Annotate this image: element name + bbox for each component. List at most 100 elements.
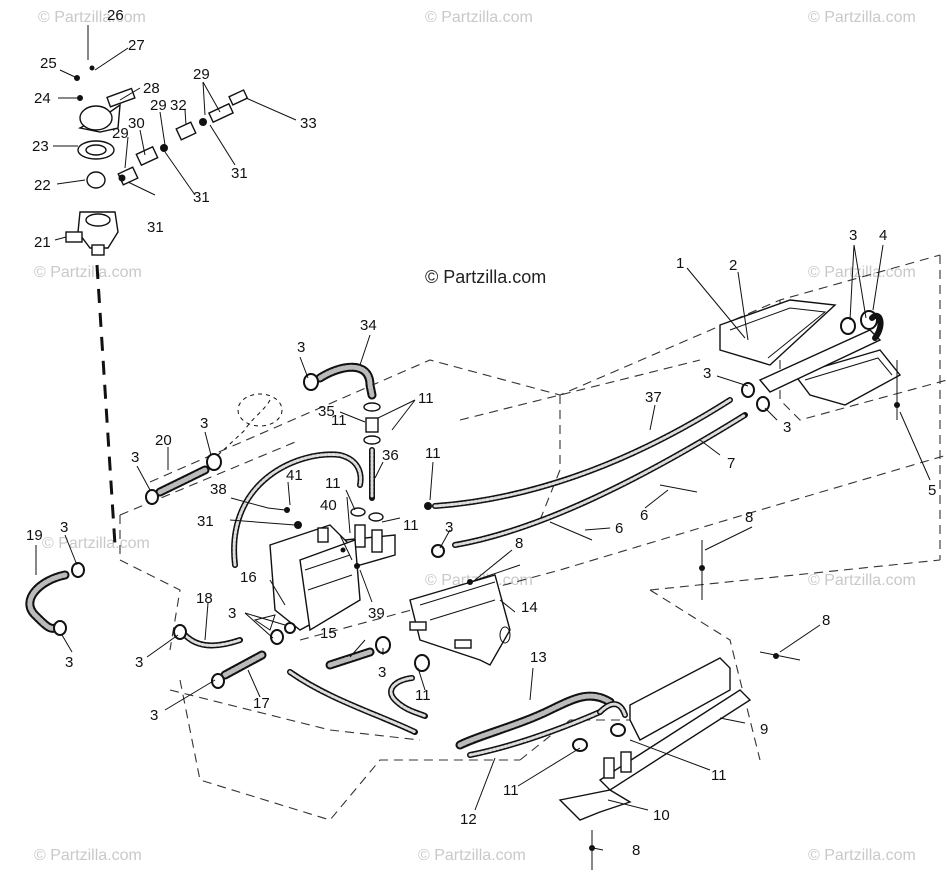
callout-8: 8 [822,612,830,629]
watermark: © Partzilla.com [808,9,916,26]
callout-3: 3 [60,519,68,536]
callout-5: 5 [928,482,936,499]
callout-2: 2 [729,257,737,274]
callout-31: 31 [197,513,214,530]
hose-34 [303,362,377,400]
hose-15 [287,636,430,735]
callout-3: 3 [783,419,791,436]
reservoir-loop-hose [231,451,364,568]
bracket-14 [409,574,511,666]
callout-35: 35 [318,403,335,420]
callout-31: 31 [147,219,164,236]
watermark: © Partzilla.com [808,847,916,864]
plate-9 [598,657,752,791]
callout-34: 34 [360,317,377,334]
watermark: © Partzilla.com [34,847,142,864]
callout-3: 3 [297,339,305,356]
watermark: © Partzilla.com [42,535,150,552]
callout-24: 24 [34,90,51,107]
callout-3: 3 [135,654,143,671]
watermark: © Partzilla.com [808,572,916,589]
hose-20 [145,393,283,505]
leader-lines [35,25,931,851]
heat-exchanger [719,299,902,406]
callout-29: 29 [193,66,210,83]
callout-41: 41 [286,467,303,484]
callout-14: 14 [521,599,538,616]
callout-15: 15 [320,625,337,642]
clip-6 [659,484,698,493]
callout-6: 6 [615,520,623,537]
callout-3: 3 [200,415,208,432]
callout-21: 21 [34,234,51,251]
plate-10 [558,789,632,821]
callout-3: 3 [849,227,857,244]
watermark: © Partzilla.com [34,264,142,281]
reservoir [269,507,361,632]
callout-11: 11 [711,767,727,784]
callout-22: 22 [34,177,51,194]
callout-30: 30 [128,115,145,132]
callout-3: 3 [150,707,158,724]
callout-29: 29 [112,125,129,142]
callout-3: 3 [445,519,453,536]
callout-13: 13 [530,649,547,666]
callout-6: 6 [640,507,648,524]
bolts-8 [467,360,900,870]
callout-16: 16 [240,569,257,586]
callout-37: 37 [645,389,662,406]
callout-29: 29 [150,97,167,114]
callout-11: 11 [425,445,441,462]
callout-10: 10 [653,807,670,824]
callout-11: 11 [403,517,419,534]
callout-8: 8 [515,535,523,552]
callout-3: 3 [378,664,386,681]
watermark: © Partzilla.com [38,9,146,26]
callout-36: 36 [382,447,399,464]
callout-3: 3 [131,449,139,466]
callout-27: 27 [128,37,145,54]
callout-26: 26 [107,7,124,24]
callout-7: 7 [727,455,735,472]
callout-23: 23 [32,138,49,155]
callout-4: 4 [879,227,887,244]
callout-32: 32 [170,97,187,114]
callout-17: 17 [253,695,270,712]
thermostat-housing [65,65,136,256]
watermark: © Partzilla.com [808,264,916,281]
callout-25: 25 [40,55,57,72]
copyright-center: © Partzilla.com [425,267,546,287]
callout-39: 39 [368,605,385,622]
callout-18: 18 [196,590,213,607]
tee-fitting [344,402,396,566]
callout-11: 11 [325,475,341,492]
callout-38: 38 [210,481,227,498]
watermark: © Partzilla.com [425,9,533,26]
callout-3: 3 [65,654,73,671]
hose-19 [25,562,85,636]
clip-6 [549,521,593,541]
hose-13-12 [455,691,628,758]
callout-8: 8 [632,842,640,859]
callout-28: 28 [143,80,160,97]
callout-8: 8 [745,509,753,526]
callout-20: 20 [155,432,172,449]
callout-11: 11 [418,390,434,407]
callout-19: 19 [26,527,43,544]
callouts: 1 2 3 4 3 3 5 37 7 6 6 8 8 8 8 9 10 11 1… [26,7,936,859]
hose-18-17 [173,614,296,689]
callout-3: 3 [228,605,236,622]
callout-11: 11 [415,687,431,704]
watermark: © Partzilla.com [418,847,526,864]
callout-3: 3 [703,365,711,382]
fittings-29-33 [117,89,249,186]
callout-12: 12 [460,811,477,828]
callout-40: 40 [320,497,337,514]
callout-11: 11 [503,782,519,799]
hose-37-7 [424,382,770,558]
callout-1: 1 [676,255,684,272]
callout-11: 11 [331,412,347,429]
callout-31: 31 [231,165,248,182]
